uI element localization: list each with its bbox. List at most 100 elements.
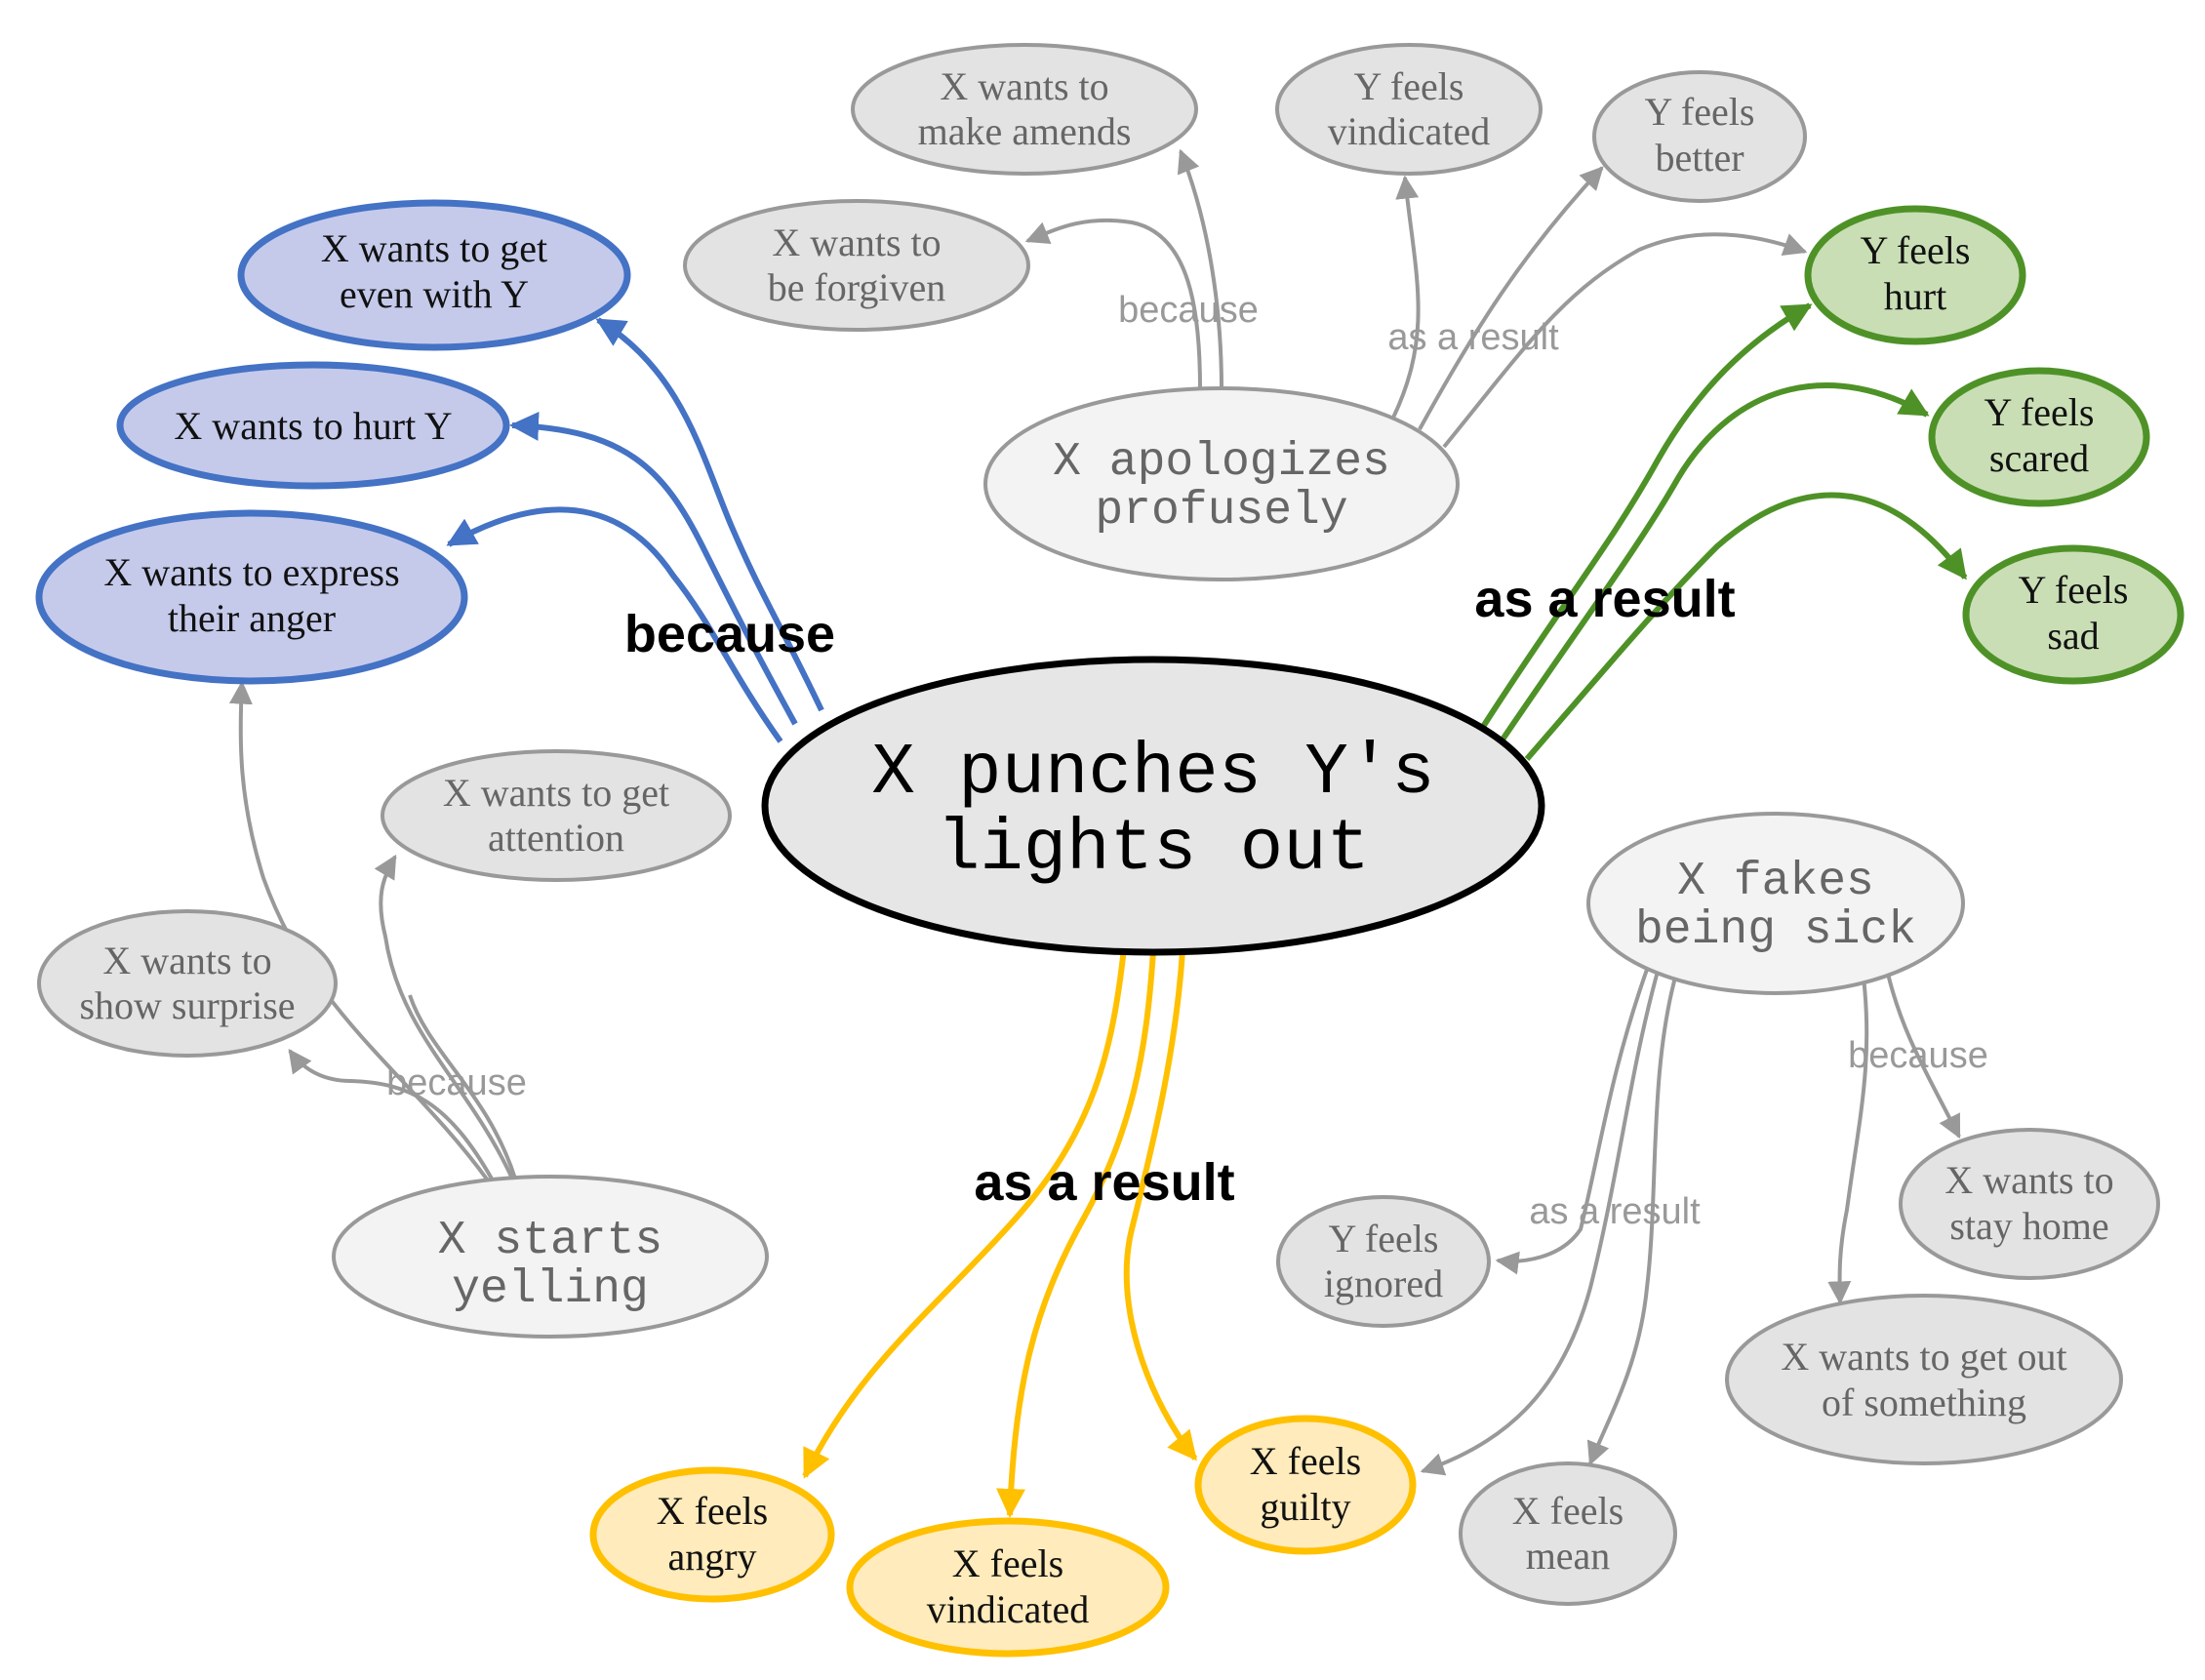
svg-text:scared: scared — [1989, 436, 2089, 480]
svg-text:sad: sad — [2047, 614, 2099, 658]
edges-yelling — [228, 680, 517, 1182]
node-central[interactable]: X punches Y's lights out — [761, 656, 1545, 956]
svg-text:X wants to: X wants to — [102, 939, 271, 982]
svg-text:X wants to express: X wants to express — [103, 550, 399, 594]
node-x-wants-express-anger[interactable]: X wants to express their anger — [35, 509, 468, 685]
edge-yelling-to-attention — [374, 854, 514, 1180]
edge-apologize-to-forgiven — [1024, 218, 1202, 389]
edge-label-yelling-because: because — [386, 1062, 527, 1103]
central-line-2: lights out — [937, 809, 1370, 891]
svg-text:X feels: X feels — [952, 1541, 1063, 1585]
svg-text:vindicated: vindicated — [1328, 109, 1491, 153]
svg-text:X starts: X starts — [438, 1215, 662, 1267]
edge-yelling-to-express-anger — [228, 680, 490, 1182]
edge-apologize-to-amends — [1177, 148, 1223, 389]
edge-apologize-to-y-hurt — [1442, 232, 1808, 449]
svg-text:Y feels: Y feels — [1354, 64, 1464, 108]
edge-to-y-scared — [1500, 382, 1930, 741]
svg-text:vindicated: vindicated — [927, 1587, 1090, 1631]
node-y-feels-ignored[interactable]: Y feels ignored — [1276, 1195, 1491, 1328]
node-x-wants-get-even[interactable]: X wants to get even with Y — [237, 199, 631, 351]
node-y-feels-sad[interactable]: Y feels sad — [1962, 544, 2185, 685]
node-x-wants-be-forgiven[interactable]: X wants to be forgiven — [683, 199, 1030, 332]
node-x-fakes-sick[interactable]: X fakes being sick — [1586, 812, 1965, 995]
edges-main-because — [446, 317, 824, 743]
node-x-wants-make-amends[interactable]: X wants to make amends — [851, 43, 1198, 176]
svg-text:X fakes: X fakes — [1677, 856, 1874, 908]
svg-text:Y feels: Y feels — [1645, 90, 1755, 134]
svg-text:yelling: yelling — [452, 1263, 649, 1316]
svg-text:mean: mean — [1526, 1534, 1611, 1578]
svg-text:X wants to: X wants to — [1944, 1158, 2113, 1202]
node-x-wants-stay-home[interactable]: X wants to stay home — [1899, 1128, 2160, 1280]
edge-sick-to-stay-home — [1886, 973, 1961, 1140]
svg-text:X wants to get out: X wants to get out — [1781, 1335, 2066, 1379]
edge-label-apologize-because: because — [1118, 290, 1259, 331]
edge-apologize-to-y-vindicated — [1391, 175, 1421, 419]
svg-text:of something: of something — [1822, 1380, 2026, 1424]
edge-to-x-angry — [802, 947, 1127, 1479]
edge-yelling-to-surprise — [288, 1049, 495, 1181]
svg-text:Y feels: Y feels — [1861, 228, 1971, 272]
node-y-feels-better[interactable]: Y feels better — [1592, 70, 1807, 203]
node-x-wants-hurt-y[interactable]: X wants to hurt Y — [116, 361, 510, 490]
node-y-feels-hurt[interactable]: Y feels hurt — [1804, 205, 2026, 345]
svg-text:profusely: profusely — [1095, 485, 1347, 538]
svg-text:Y feels: Y feels — [1329, 1217, 1439, 1260]
central-line-1: X punches Y's — [871, 733, 1434, 815]
node-y-feels-vindicated[interactable]: Y feels vindicated — [1275, 43, 1543, 176]
edge-apologize-to-y-better — [1418, 166, 1604, 430]
svg-text:Y feels: Y feels — [1984, 390, 2095, 434]
svg-text:better: better — [1655, 136, 1744, 180]
svg-text:even with Y: even with Y — [340, 272, 529, 316]
edge-yelling-extra — [408, 994, 517, 1180]
svg-text:hurt: hurt — [1884, 274, 1946, 318]
svg-text:show surprise: show surprise — [79, 983, 295, 1027]
svg-text:X feels: X feels — [1250, 1439, 1361, 1483]
edge-sick-to-mean — [1586, 973, 1678, 1466]
node-x-starts-yelling[interactable]: X starts yelling — [332, 1175, 769, 1339]
node-x-wants-show-surprise[interactable]: X wants to show surprise — [37, 909, 338, 1058]
node-x-apologizes[interactable]: X apologizes profusely — [983, 386, 1460, 581]
edge-to-hurt-y — [509, 411, 798, 726]
edge-label-main-because: because — [624, 605, 835, 663]
svg-text:being sick: being sick — [1635, 904, 1916, 957]
node-y-feels-scared[interactable]: Y feels scared — [1928, 367, 2150, 507]
node-x-feels-vindicated[interactable]: X feels vindicated — [846, 1517, 1170, 1658]
edge-to-y-hurt — [1478, 302, 1813, 732]
svg-text:their anger: their anger — [168, 596, 336, 640]
svg-text:make amends: make amends — [918, 109, 1132, 153]
node-x-feels-mean[interactable]: X feels mean — [1459, 1461, 1677, 1606]
svg-text:X feels: X feels — [657, 1489, 768, 1533]
edges-main-result-yellow — [802, 947, 1198, 1518]
svg-text:angry: angry — [667, 1535, 756, 1579]
svg-text:X wants to: X wants to — [772, 220, 941, 264]
edge-label-main-result-green: as a result — [1474, 570, 1735, 628]
svg-text:X feels: X feels — [1512, 1489, 1624, 1533]
edge-to-y-sad — [1524, 492, 1968, 761]
svg-text:be forgiven: be forgiven — [768, 265, 946, 309]
node-x-feels-guilty[interactable]: X feels guilty — [1194, 1415, 1417, 1555]
svg-text:guilty: guilty — [1260, 1485, 1350, 1529]
svg-text:X apologizes: X apologizes — [1053, 436, 1390, 489]
edge-to-express-anger — [446, 506, 783, 743]
svg-text:X wants to hurt Y: X wants to hurt Y — [174, 404, 452, 448]
edges-apologize — [1024, 148, 1808, 449]
edge-to-x-vindicated — [996, 950, 1156, 1518]
edge-label-main-result-yellow: as a result — [974, 1153, 1234, 1212]
edge-label-sick-result: as a result — [1529, 1191, 1701, 1232]
node-x-wants-attention[interactable]: X wants to get attention — [381, 749, 732, 882]
svg-text:X wants to get: X wants to get — [321, 226, 547, 270]
edge-label-apologize-result: as a result — [1387, 317, 1559, 358]
svg-text:Y feels: Y feels — [2019, 568, 2129, 612]
edges-main-result-green — [1478, 302, 1968, 761]
svg-text:attention: attention — [488, 816, 624, 860]
node-x-feels-angry[interactable]: X feels angry — [589, 1466, 835, 1603]
node-x-wants-get-out[interactable]: X wants to get out of something — [1725, 1294, 2123, 1465]
edge-to-x-guilty — [1123, 950, 1198, 1461]
edge-sick-to-ignored — [1495, 963, 1651, 1275]
svg-text:ignored: ignored — [1324, 1261, 1443, 1305]
edge-to-get-even — [595, 317, 824, 712]
edges-sick — [1420, 963, 1961, 1476]
